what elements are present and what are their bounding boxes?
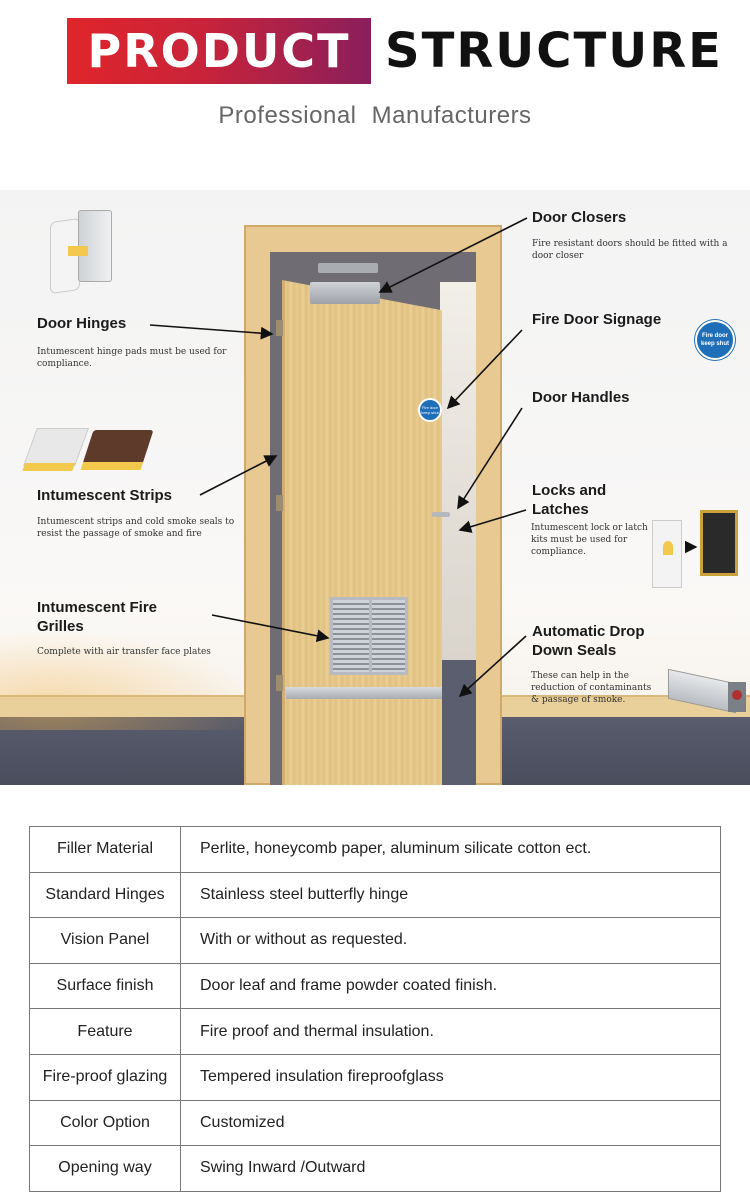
spec-label: Standard Hinges	[29, 871, 181, 919]
spec-value: Swing Inward /Outward	[180, 1145, 721, 1192]
callout-locks-title: Locks and Latches	[532, 482, 607, 518]
lock-kit-image	[652, 520, 682, 588]
door-sign-text: Fire door keep shut	[421, 405, 439, 415]
spec-value: Customized	[180, 1099, 721, 1147]
arrow-seals	[458, 635, 527, 698]
spec-label: Fire-proof glazing	[29, 1053, 181, 1101]
callout-seals-desc: These can help in the reduction of conta…	[531, 671, 652, 705]
spec-value: Door leaf and frame powder coated finish…	[180, 962, 721, 1010]
door-closer	[310, 282, 380, 304]
hinge	[276, 675, 283, 691]
callout-strips-desc: Intumescent strips and cold smoke seals …	[37, 517, 235, 539]
spec-label: Vision Panel	[29, 917, 181, 964]
callout-grilles-title: Intumescent Fire Grilles	[37, 599, 158, 635]
title-primary: PRODUCT	[67, 18, 371, 84]
callout-seals-title: Automatic Drop Down Seals	[532, 623, 645, 659]
callout-grilles-desc: Complete with air transfer face plates	[37, 647, 211, 657]
table-row: Standard Hinges Stainless steel butterfl…	[29, 871, 721, 919]
door-sign: Fire door keep shut	[418, 398, 442, 422]
title-secondary: STRUCTURE	[385, 23, 723, 79]
arrow-signage	[446, 329, 523, 410]
table-row: Color Option Customized	[29, 1099, 721, 1147]
door-closer-arm	[318, 263, 378, 273]
table-row: Filler Material Perlite, honeycomb paper…	[29, 826, 721, 873]
spec-value: Perlite, honeycomb paper, aluminum silic…	[180, 826, 721, 873]
page-title: PRODUCT STRUCTURE	[67, 18, 723, 84]
callout-locks-desc: Intumescent lock or latch kits must be u…	[531, 523, 648, 557]
arrow-closers	[378, 217, 528, 293]
spec-table: Filler Material Perlite, honeycomb paper…	[29, 826, 721, 1192]
spec-label: Surface finish	[29, 962, 181, 1010]
spec-label: Feature	[29, 1008, 181, 1055]
table-row: Opening way Swing Inward /Outward	[29, 1145, 721, 1192]
lock-body-image	[700, 510, 738, 576]
hinge	[276, 320, 283, 336]
fire-grille	[330, 597, 408, 675]
spec-label: Opening way	[29, 1145, 181, 1192]
callout-closers-desc: Fire resistant doors should be fitted wi…	[532, 239, 728, 261]
door-handle	[432, 512, 450, 517]
spec-value: With or without as requested.	[180, 917, 721, 964]
arrow-grilles	[211, 614, 330, 643]
arrow-handles	[457, 407, 523, 510]
hinge	[276, 495, 283, 511]
callout-handles-title: Door Handles	[532, 389, 630, 406]
spec-value: Tempered insulation fireproofglass	[180, 1053, 721, 1101]
callout-signage-title: Fire Door Signage	[532, 311, 662, 328]
spec-label: Color Option	[29, 1099, 181, 1147]
drop-down-seal	[286, 687, 442, 699]
subtitle: Professional Manufacturers	[218, 102, 532, 129]
table-row: Vision Panel With or without as requeste…	[29, 917, 721, 964]
arrow-strips	[199, 455, 278, 496]
product-illustration: Fire door keep shut Fire door keep shut	[0, 190, 750, 785]
callout-door-hinges-desc: Intumescent hinge pads must be used for …	[37, 347, 227, 369]
spec-value: Stainless steel butterfly hinge	[180, 871, 721, 919]
callout-closers-title: Door Closers	[532, 209, 627, 226]
fire-door	[282, 280, 442, 785]
callout-strips-title: Intumescent Strips	[37, 487, 173, 504]
hinge-product-image	[50, 210, 120, 300]
drop-seal-product-image	[668, 668, 748, 718]
signage-product-image: Fire door keep shut	[695, 320, 735, 360]
callout-door-hinges-title: Door Hinges	[37, 315, 127, 332]
table-row: Surface finish Door leaf and frame powde…	[29, 962, 721, 1010]
background-room	[440, 282, 476, 662]
spec-label: Filler Material	[29, 826, 181, 873]
background-room-floor	[440, 660, 476, 785]
table-row: Feature Fire proof and thermal insulatio…	[29, 1008, 721, 1055]
arrow-hinges	[149, 324, 274, 340]
spec-value: Fire proof and thermal insulation.	[180, 1008, 721, 1055]
signage-product-text: Fire door keep shut	[700, 333, 729, 347]
table-row: Fire-proof glazing Tempered insulation f…	[29, 1053, 721, 1101]
arrow-locks	[458, 509, 527, 533]
callout-arrows	[149, 217, 698, 698]
